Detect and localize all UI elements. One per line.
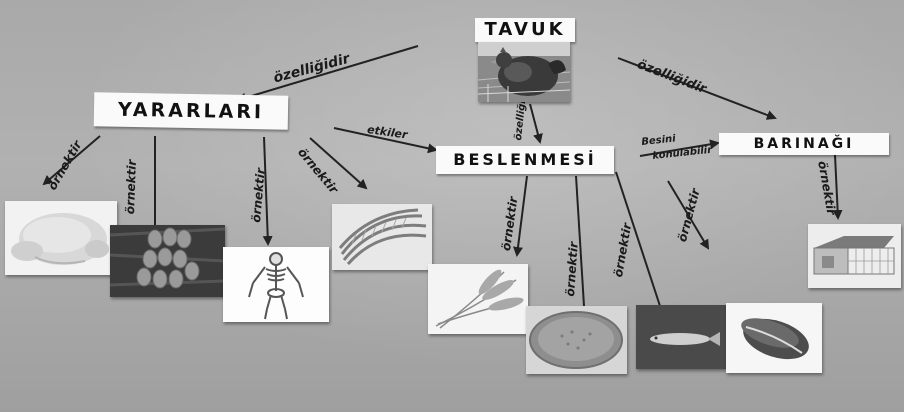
node-yararlari: YARARLARI bbox=[93, 92, 289, 130]
feathers-image bbox=[332, 204, 432, 270]
node-barinagi: BARINAĞI bbox=[719, 133, 889, 155]
hen-image bbox=[478, 42, 570, 102]
line-nutrition-ex2 bbox=[575, 175, 585, 307]
label-nutrition-ex2: örnektir bbox=[563, 241, 581, 297]
fish-image bbox=[636, 305, 726, 369]
arrow-benefits-ex1 bbox=[42, 135, 101, 186]
arrow-benefits-ex3 bbox=[262, 136, 273, 246]
eggs-image bbox=[110, 225, 225, 297]
label-benefits-ex2: örnektir bbox=[123, 159, 139, 215]
chicken-coop-image bbox=[808, 224, 901, 288]
line-nutrition-ex3 bbox=[615, 171, 661, 307]
grain-bowl-image bbox=[526, 306, 627, 374]
lettuce-image bbox=[726, 303, 822, 373]
raw-chicken-image bbox=[5, 201, 117, 275]
arrow-nutrition-ex1 bbox=[513, 175, 528, 257]
arrow-benefits-ex4 bbox=[309, 137, 368, 190]
node-tavuk: TAVUK bbox=[475, 18, 575, 42]
arrow-root-benefits bbox=[236, 45, 419, 103]
arrow-nutrition-shelter bbox=[639, 139, 720, 157]
wheat-image bbox=[428, 264, 528, 334]
arrow-root-shelter bbox=[617, 57, 777, 120]
arrow-nutrition-ex4 bbox=[667, 180, 710, 250]
skeleton-image bbox=[223, 247, 329, 322]
node-beslenmesi: BESLENMESİ bbox=[436, 146, 614, 174]
arrow-shelter-ex bbox=[832, 154, 843, 220]
arrow-benefits-nutrition bbox=[333, 127, 438, 154]
arrow-root-nutrition bbox=[529, 103, 543, 144]
